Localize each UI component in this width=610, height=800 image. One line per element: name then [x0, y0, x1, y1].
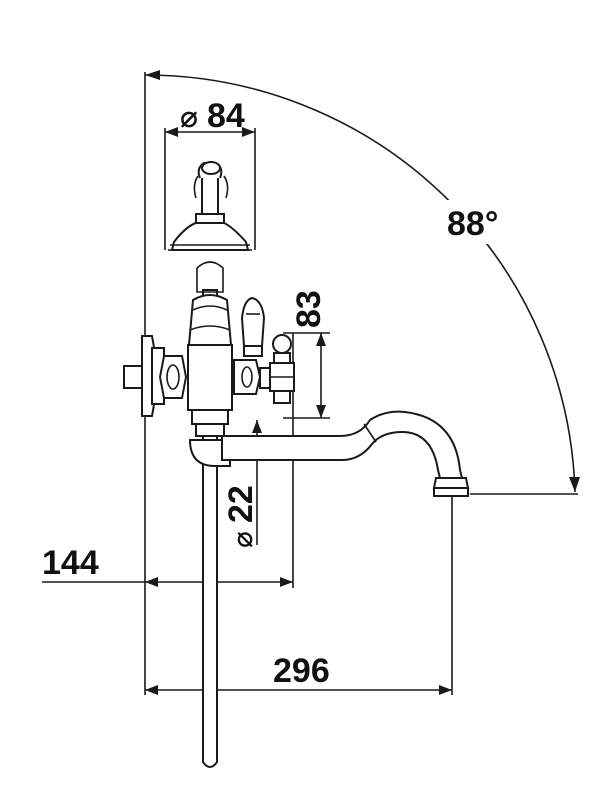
projection-dimension: 144 — [42, 544, 293, 587]
angle-dimension: 88° — [144, 70, 580, 493]
angle-label: 88° — [447, 205, 498, 243]
pipe-diameter-symbol: ⌀ — [227, 531, 258, 548]
shower-holder — [168, 160, 252, 251]
height-label: 83 — [290, 290, 328, 328]
flange-diameter-label: 84 — [207, 97, 245, 135]
flange-diameter-dimension: ⌀ 84 — [164, 97, 256, 250]
flange-diameter-symbol: ⌀ — [180, 101, 198, 134]
height-dimension: 83 — [283, 290, 330, 419]
projection-label: 144 — [42, 544, 99, 582]
spout — [188, 410, 470, 497]
reach-label: 296 — [273, 652, 330, 690]
mixer-body — [123, 294, 295, 437]
reach-dimension: 296 — [145, 652, 452, 695]
pipe-diameter-dimension: ⌀ 22 — [222, 420, 262, 548]
pipe-diameter-label: 22 — [222, 485, 260, 523]
